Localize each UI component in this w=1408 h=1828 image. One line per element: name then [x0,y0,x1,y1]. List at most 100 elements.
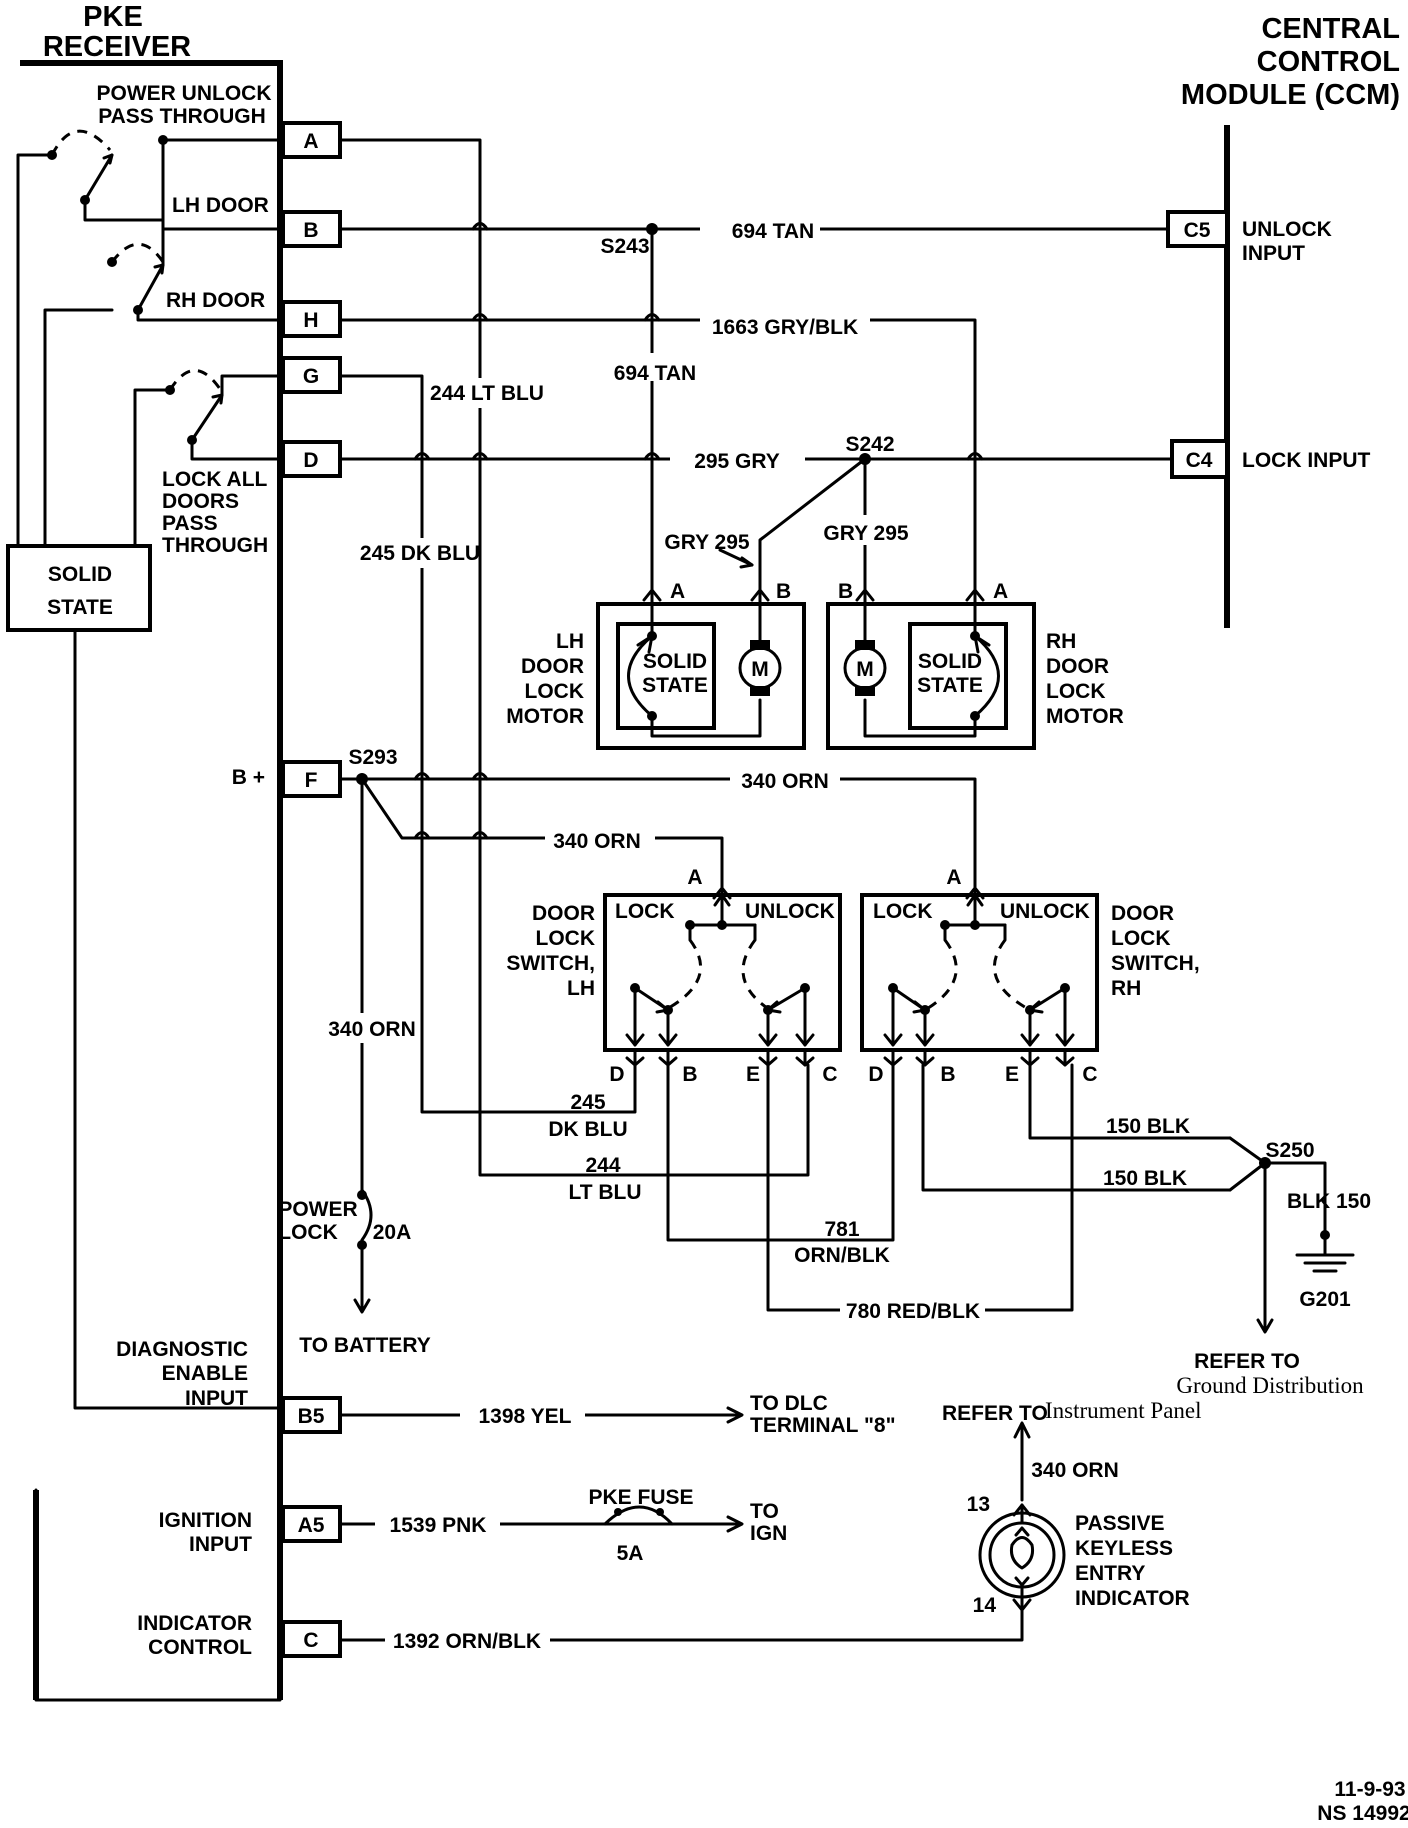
svg-text:LOCK: LOCK [873,900,933,923]
svg-text:SOLID: SOLID [918,650,982,673]
svg-text:S250: S250 [1265,1139,1314,1162]
svg-text:D: D [609,1063,624,1086]
svg-text:295 GRY: 295 GRY [694,450,780,473]
svg-text:781: 781 [824,1218,859,1241]
svg-text:INDICATOR: INDICATOR [137,1612,252,1635]
svg-text:A: A [993,580,1008,603]
svg-text:A5: A5 [298,1514,325,1537]
svg-text:C: C [303,1629,318,1652]
svg-text:SWITCH,: SWITCH, [506,952,595,975]
svg-text:D: D [303,449,318,472]
svg-text:B: B [838,580,853,603]
svg-text:LT BLU: LT BLU [568,1181,641,1204]
svg-text:UNLOCK: UNLOCK [745,900,835,923]
pke-pins: A B H G D F B5 A5 C [281,121,342,1658]
ccm-title-1: CENTRAL [1261,13,1400,45]
svg-text:244: 244 [585,1154,620,1177]
svg-text:SOLID: SOLID [48,563,112,586]
svg-text:LH: LH [567,977,595,1000]
svg-text:A: A [687,866,702,889]
ccm-pin-c4 [1170,439,1229,479]
svg-text:RH: RH [1111,977,1141,1000]
svg-text:13: 13 [967,1493,990,1516]
svg-text:STATE: STATE [47,596,113,619]
svg-text:C: C [822,1063,837,1086]
svg-text:B: B [776,580,791,603]
lh-door-lock-switch: LOCK UNLOCK A D B E C DOOR LOCK SWITCH, … [506,866,842,1086]
svg-text:C: C [1082,1063,1097,1086]
svg-text:INPUT: INPUT [185,1387,248,1410]
svg-text:PASS THROUGH: PASS THROUGH [98,105,266,128]
svg-text:ORN/BLK: ORN/BLK [794,1244,890,1267]
svg-text:M: M [856,658,874,681]
ccm-pin-c4-label: C4 [1186,449,1213,472]
svg-text:B +: B + [232,766,265,789]
svg-text:LOCK: LOCK [615,900,675,923]
rh-door-lock-switch: LOCK UNLOCK A D B E C DOOR LOCK SWITCH, … [860,866,1200,1086]
svg-text:5A: 5A [617,1542,644,1565]
svg-text:STATE: STATE [917,674,983,697]
svg-text:POWER UNLOCK: POWER UNLOCK [97,82,272,105]
pke-title-2: RECEIVER [43,31,191,63]
svg-text:340 ORN: 340 ORN [553,830,641,853]
svg-text:INDICATOR: INDICATOR [1075,1587,1190,1610]
ccm-title-3: MODULE (CCM) [1181,79,1400,111]
svg-text:B5: B5 [298,1405,325,1428]
svg-text:S243: S243 [600,235,649,258]
svg-text:245: 245 [570,1091,605,1114]
svg-text:CONTROL: CONTROL [148,1636,252,1659]
svg-text:11-9-93: 11-9-93 [1334,1778,1405,1801]
svg-text:G: G [303,365,319,388]
svg-text:NS 14992: NS 14992 [1317,1802,1408,1825]
svg-text:694 TAN: 694 TAN [614,362,696,385]
svg-text:RH: RH [1046,630,1076,653]
pke-receiver: PKE RECEIVER [20,1,283,1702]
svg-text:B: B [303,219,318,242]
svg-text:IGN: IGN [750,1522,787,1545]
svg-text:INPUT: INPUT [189,1533,252,1556]
svg-text:14: 14 [973,1594,997,1617]
svg-text:LOCK: LOCK [525,680,585,703]
lh-door-lock-motor: M SOLID STATE A B LH DOOR LOCK MOTOR [506,580,806,750]
pke-labels: POWER UNLOCK PASS THROUGH LH DOOR RH DOO… [97,82,272,1659]
svg-text:REFER TO: REFER TO [942,1402,1048,1425]
svg-text:LH DOOR: LH DOOR [172,194,269,217]
wires [338,138,1355,1642]
svg-text:REFER TO: REFER TO [1194,1350,1300,1373]
svg-text:TO DLC: TO DLC [750,1392,828,1415]
svg-text:E: E [746,1063,760,1086]
ccm-module: CENTRAL CONTROL MODULE (CCM) C5 C4 UNLOC… [1166,13,1400,628]
svg-text:A: A [303,130,318,153]
svg-text:ENABLE: ENABLE [162,1362,248,1385]
svg-text:DOOR: DOOR [1046,655,1109,678]
svg-text:PKE FUSE: PKE FUSE [588,1486,693,1509]
svg-text:245 DK BLU: 245 DK BLU [360,542,480,565]
svg-text:DOOR: DOOR [1111,902,1174,925]
ccm-unlock-label-2: INPUT [1242,242,1305,265]
pke-internal-switches: SOLID STATE [6,129,285,1410]
wire-labels: 694 TAN S243 694 TAN 1663 GRY/BLK 244 LT… [325,212,1371,1654]
svg-text:B: B [940,1063,955,1086]
svg-text:LH: LH [556,630,584,653]
rh-door-lock-motor: M SOLID STATE B A RH DOOR LOCK MOTOR [826,580,1124,750]
wire-crossings [413,222,984,840]
svg-text:1398 YEL: 1398 YEL [478,1405,571,1428]
ccm-pin-c5-label: C5 [1184,219,1211,242]
svg-text:Instrument Panel: Instrument Panel [1045,1398,1202,1423]
svg-text:1392 ORN/BLK: 1392 ORN/BLK [393,1630,541,1653]
misc-labels: POWER LOCK 20A TO BATTERY TO DLC TERMINA… [278,1198,1408,1825]
svg-text:1539 PNK: 1539 PNK [390,1514,487,1537]
svg-text:Ground Distribution: Ground Distribution [1176,1373,1364,1398]
svg-text:F: F [305,769,318,792]
svg-text:S293: S293 [348,746,397,769]
svg-text:LOCK ALL: LOCK ALL [162,468,268,491]
svg-text:DOORS: DOORS [162,490,239,513]
ccm-lock-label: LOCK INPUT [1242,449,1371,472]
svg-text:DOOR: DOOR [521,655,584,678]
svg-text:G201: G201 [1299,1288,1351,1311]
ccm-unlock-label-1: UNLOCK [1242,218,1332,241]
svg-text:H: H [303,309,318,332]
svg-text:DIAGNOSTIC: DIAGNOSTIC [116,1338,248,1361]
svg-text:340 ORN: 340 ORN [328,1018,416,1041]
